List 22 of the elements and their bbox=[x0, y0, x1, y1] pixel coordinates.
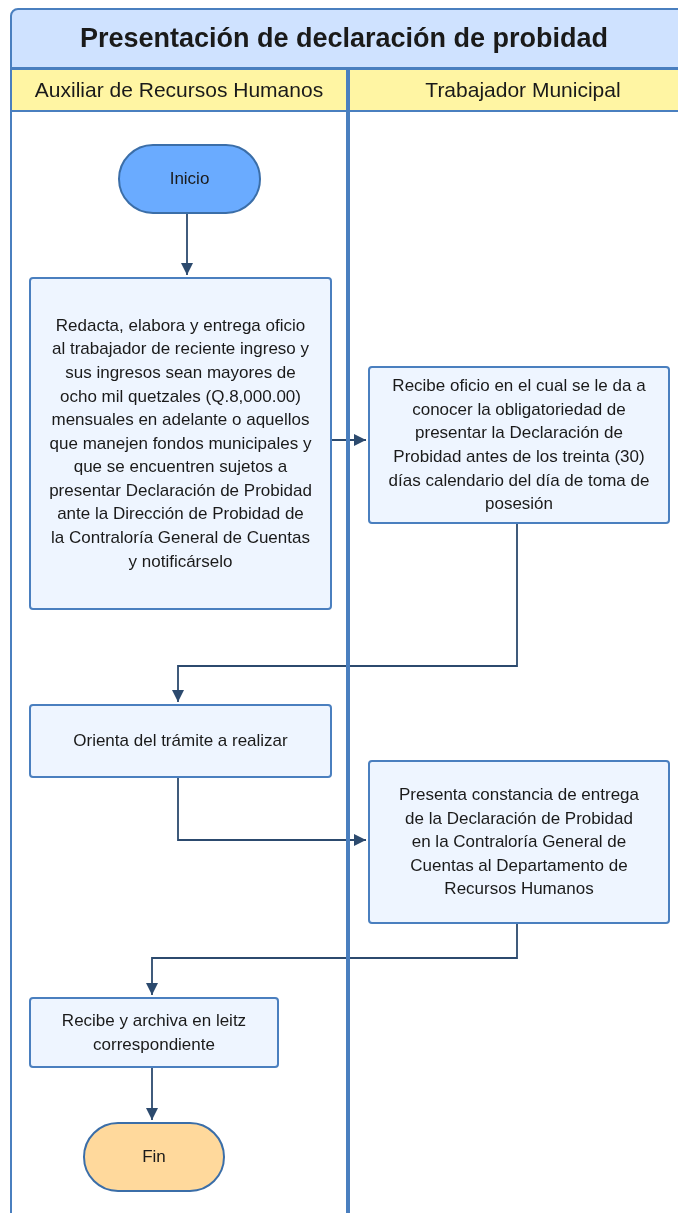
swimlane bbox=[10, 68, 348, 1213]
arrow bbox=[177, 775, 367, 846]
arrow bbox=[172, 521, 518, 703]
step-text: Fin bbox=[142, 1146, 166, 1169]
step-text: Inicio bbox=[169, 168, 210, 191]
step-text: Redacta, elabora y entrega oficio al trabajador de reciente ingreso y sus ingresos sean mayores de ocho mil quetzales (Q.8,000.00) mensuales en adelante o aquellos que manejen fondos municipales y que se encuentren sujetos a presentar Declaración de Probidad ante la Dirección de Probidad de la Contraloría General de Cuentas y notificárselo bbox=[49, 314, 312, 573]
step-text: Recibe oficio en el cual se le da a conocer la obligatoriedad de presentar la Declaración de Probidad antes de los treinta (30) días calendario del día de toma de posesión bbox=[387, 375, 651, 516]
arrow bbox=[181, 211, 193, 276]
process-box bbox=[29, 997, 279, 1068]
diagram-title: Presentación de declaración de probidad bbox=[10, 8, 678, 69]
process-box bbox=[368, 366, 670, 524]
arrow bbox=[146, 1065, 158, 1121]
step-text: Presenta constancia de entrega de la Declaración de Probidad en la Contraloría General de Cuentas al Departamento de Recursos Humanos bbox=[397, 784, 641, 901]
process-box bbox=[368, 760, 670, 924]
lane-heading: Auxiliar de Recursos Humanos bbox=[12, 70, 346, 112]
lane-heading: Trabajador Municipal bbox=[350, 70, 678, 112]
swimlane bbox=[348, 68, 678, 1213]
process-box bbox=[29, 704, 332, 778]
step-text: Recibe y archiva en leitz correspondiente bbox=[60, 1009, 248, 1056]
step-text: Orienta del trámite a realizar bbox=[73, 730, 288, 753]
arrow bbox=[146, 921, 518, 996]
process-box bbox=[29, 277, 332, 610]
